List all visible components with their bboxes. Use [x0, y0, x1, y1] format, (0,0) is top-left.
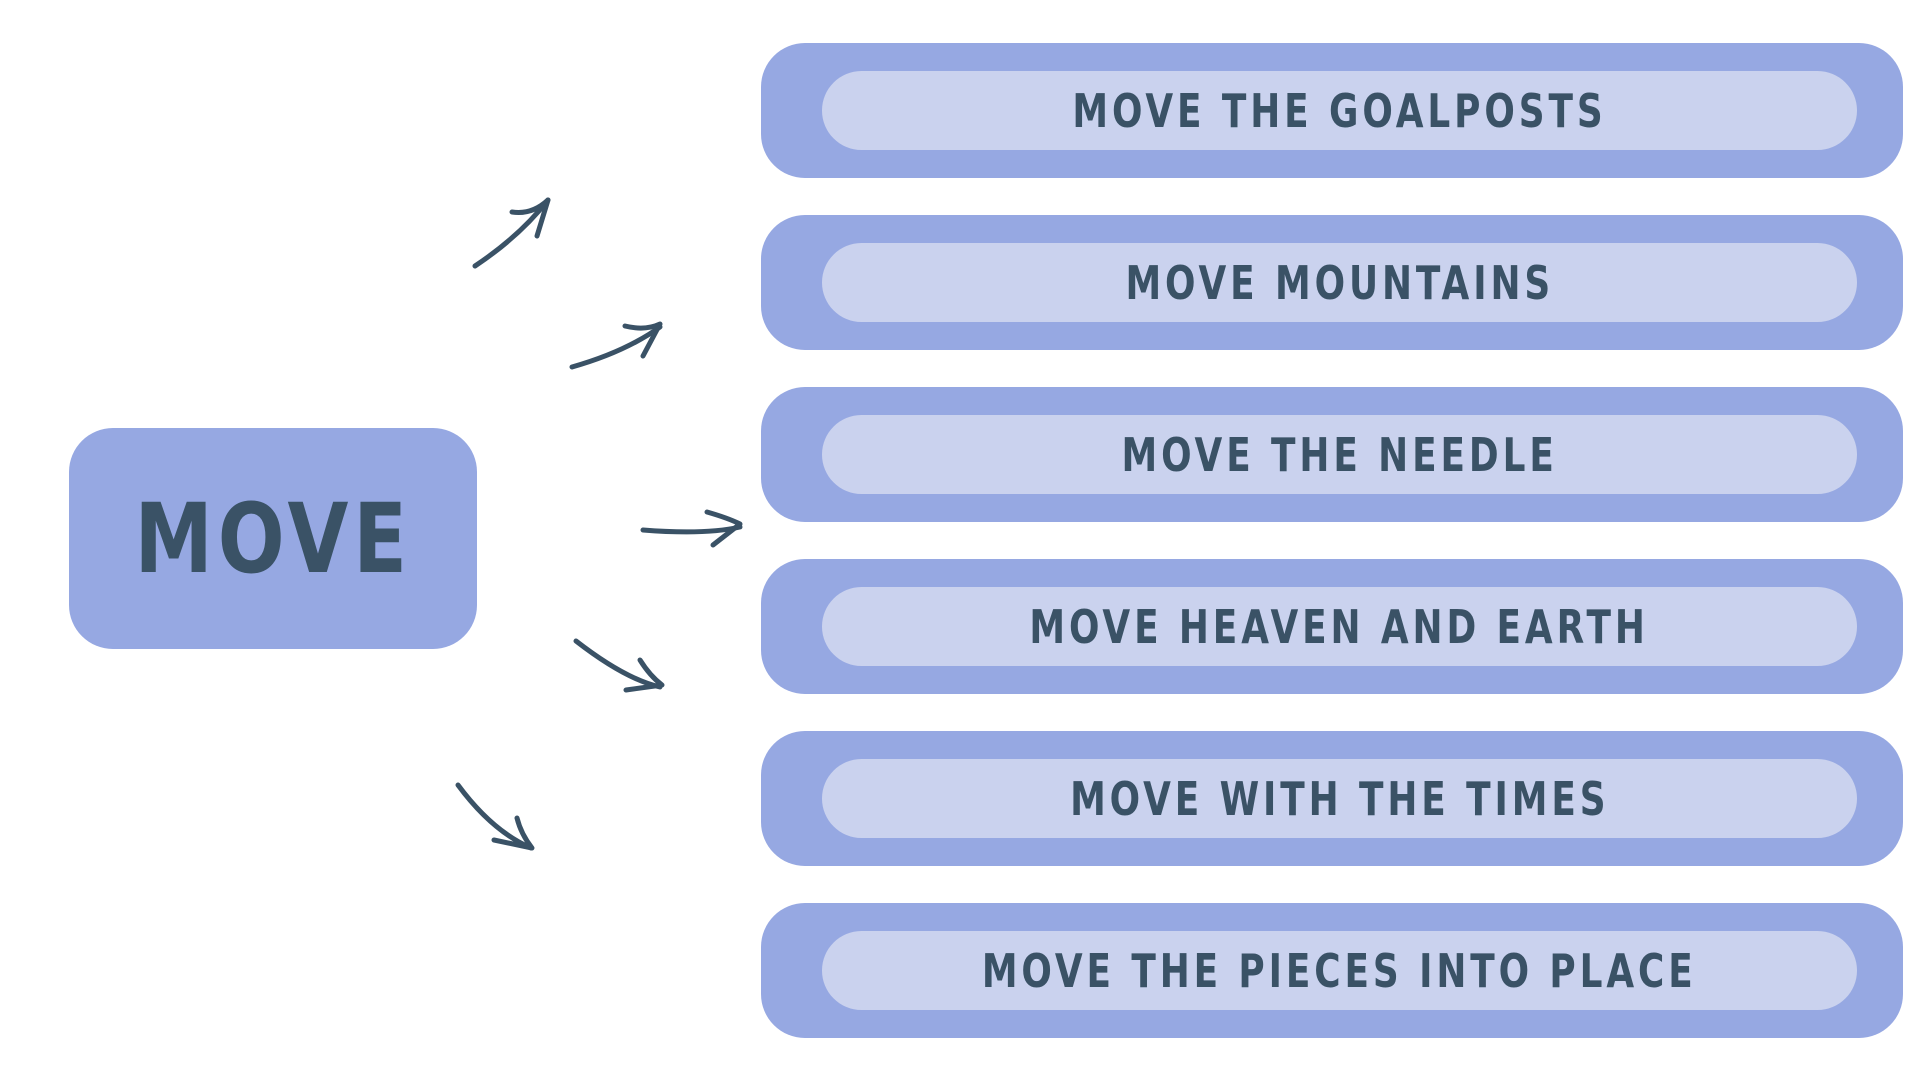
phrase-box-inner: MOVE HEAVEN AND EARTH: [822, 587, 1857, 666]
arrow-icon: [569, 321, 663, 370]
phrase-box-inner: MOVE THE GOALPOSTS: [822, 71, 1857, 150]
phrase-box-2: MOVE MOUNTAINS: [761, 215, 1903, 350]
arrow-icon: [573, 638, 665, 693]
phrase-label: MOVE THE NEEDLE: [1121, 427, 1558, 482]
phrase-label: MOVE HEAVEN AND EARTH: [1029, 599, 1650, 654]
arrow-icon: [472, 197, 551, 269]
phrase-label: MOVE THE GOALPOSTS: [1072, 83, 1607, 138]
phrase-box-3: MOVE THE NEEDLE: [761, 387, 1903, 522]
phrase-box-inner: MOVE WITH THE TIMES: [822, 759, 1857, 838]
phrase-box-6: MOVE THE PIECES INTO PLACE: [761, 903, 1903, 1038]
phrase-box-4: MOVE HEAVEN AND EARTH: [761, 559, 1903, 694]
phrase-box-5: MOVE WITH THE TIMES: [761, 731, 1903, 866]
phrase-box-inner: MOVE MOUNTAINS: [822, 243, 1857, 322]
phrase-label: MOVE THE PIECES INTO PLACE: [982, 943, 1697, 998]
root-node: MOVE: [69, 428, 477, 649]
phrase-label: MOVE WITH THE TIMES: [1069, 771, 1610, 826]
root-label: MOVE: [134, 482, 412, 595]
phrase-box-inner: MOVE THE NEEDLE: [822, 415, 1857, 494]
phrase-box-1: MOVE THE GOALPOSTS: [761, 43, 1903, 178]
phrase-label: MOVE MOUNTAINS: [1125, 255, 1554, 310]
phrase-box-inner: MOVE THE PIECES INTO PLACE: [822, 931, 1857, 1010]
arrow-icon: [640, 509, 743, 548]
arrow-icon: [455, 782, 535, 851]
